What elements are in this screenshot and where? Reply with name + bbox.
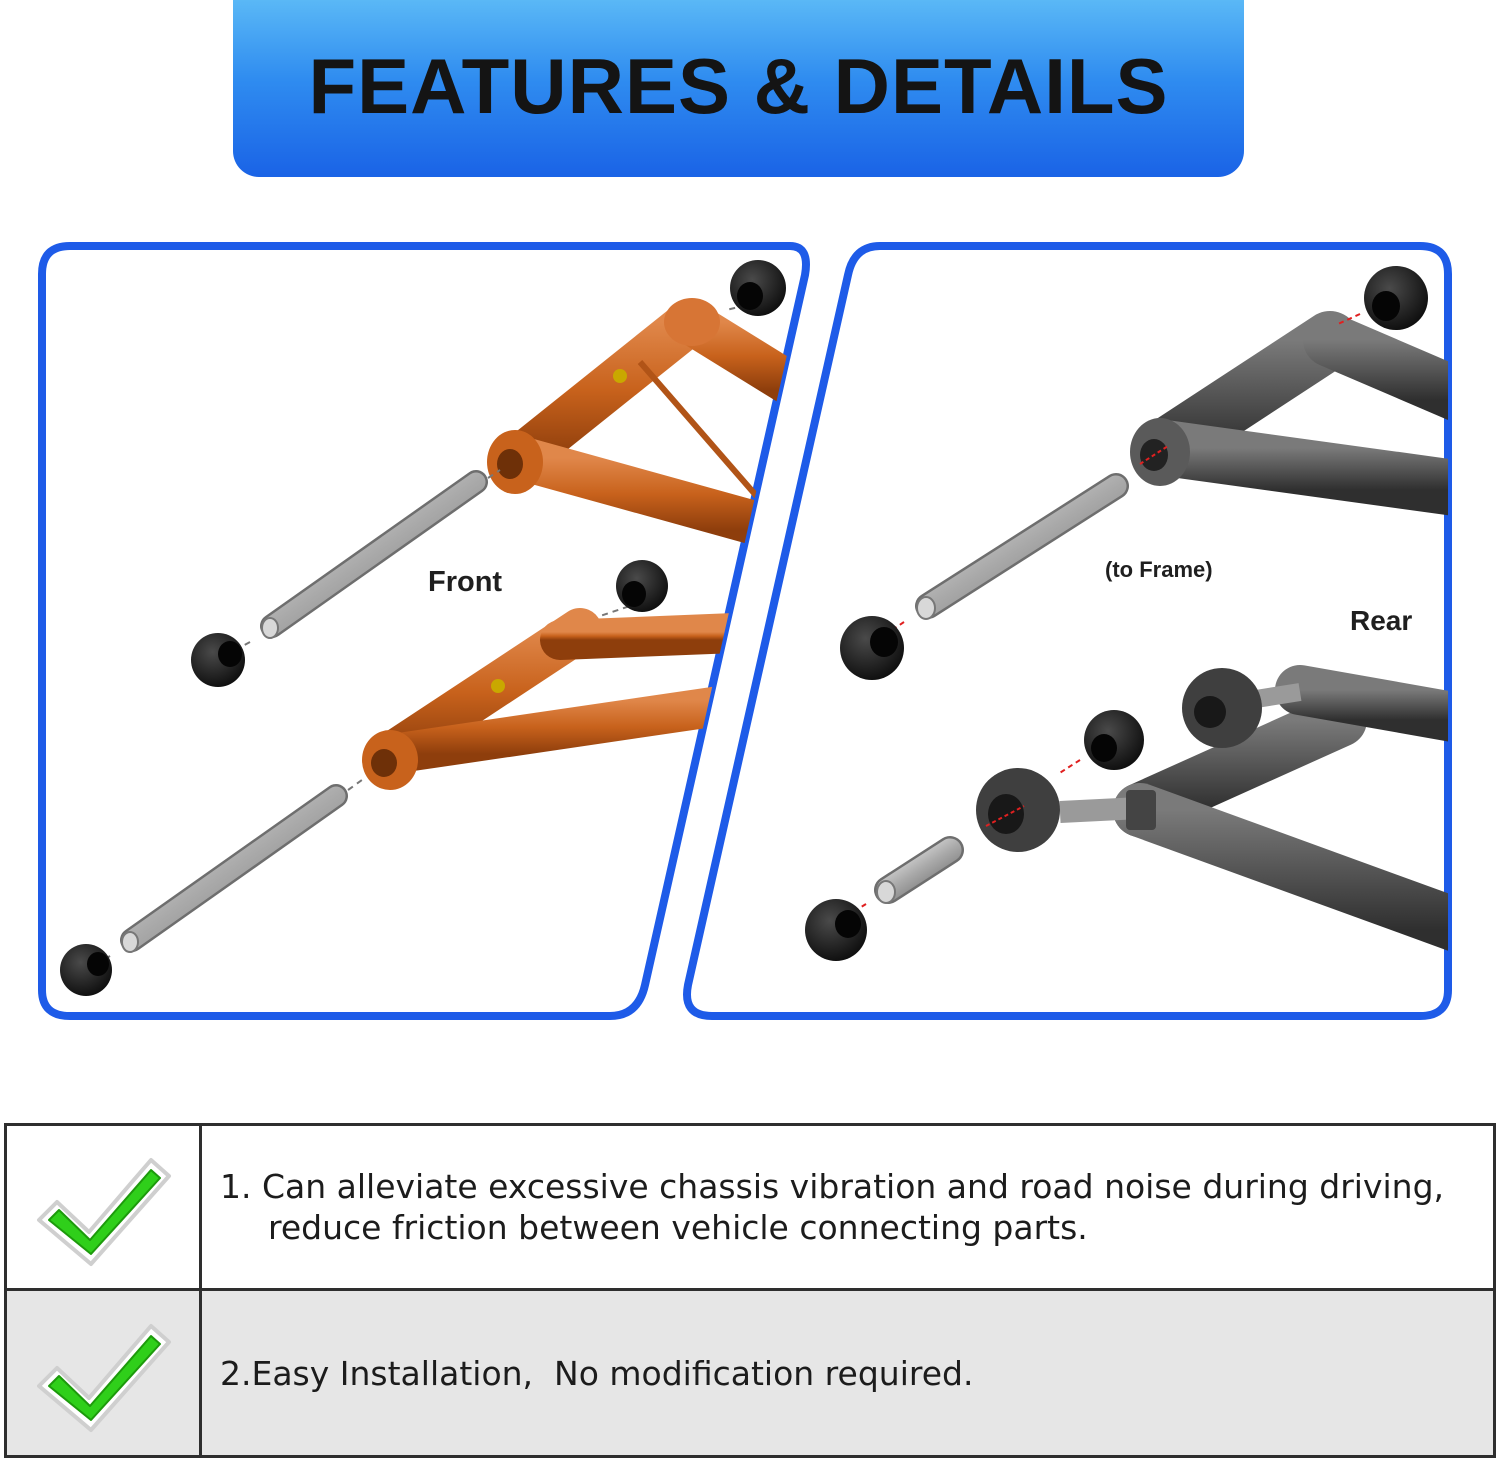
bushing-diagram: Front	[38, 242, 1452, 1020]
rear-panel: (to Frame) Rear	[683, 242, 1452, 1020]
feature-1-line-1: 1. Can alleviate excessive chassis vibra…	[220, 1167, 1445, 1206]
rear-bushing-top	[1364, 266, 1428, 330]
rear-lower-arm	[976, 665, 1448, 957]
rear-bushing-bottom	[805, 899, 867, 961]
feature-row-2: 2.Easy Installation, No modification req…	[7, 1291, 1493, 1455]
front-pin-upper	[260, 470, 488, 639]
check-mark-icon	[37, 1324, 171, 1432]
banner-title: FEATURES & DETAILS	[308, 42, 1169, 130]
feature-row-2-icon-cell	[7, 1291, 202, 1455]
rear-pin-short	[874, 836, 964, 904]
front-lower-arm	[362, 608, 780, 790]
feature-row-2-text-cell: 2.Easy Installation, No modification req…	[202, 1291, 1493, 1455]
front-panel-frame	[38, 242, 810, 1020]
rear-bushing-left	[840, 616, 904, 680]
feature-1-line-2: reduce friction between vehicle connecti…	[268, 1208, 1088, 1247]
feature-1-text: 1. Can alleviate excessive chassis vibra…	[220, 1166, 1444, 1248]
front-panel: Front	[38, 242, 810, 1020]
front-upper-arm	[487, 298, 806, 552]
frame-note-label: (to Frame)	[1105, 557, 1213, 582]
check-mark-icon	[37, 1158, 171, 1266]
front-bushing-top	[730, 260, 786, 316]
feature-row-1: 1. Can alleviate excessive chassis vibra…	[7, 1126, 1493, 1291]
front-label: Front	[428, 566, 502, 598]
front-pin-lower	[120, 784, 348, 953]
feature-2-text: 2.Easy Installation, No modification req…	[220, 1353, 973, 1394]
front-bushing-middle	[616, 560, 668, 612]
feature-2-line-1: 2.Easy Installation, No modification req…	[220, 1353, 974, 1393]
feature-table: 1. Can alleviate excessive chassis vibra…	[4, 1123, 1496, 1458]
rear-bushing-middle	[1084, 710, 1144, 770]
feature-row-1-text-cell: 1. Can alleviate excessive chassis vibra…	[202, 1126, 1493, 1288]
rear-pin-long	[915, 473, 1129, 620]
front-bushing-left	[191, 633, 245, 687]
front-bushing-bottom	[60, 944, 112, 996]
rear-label: Rear	[1350, 605, 1412, 636]
rear-upper-arm	[1130, 311, 1448, 518]
feature-row-1-icon-cell	[7, 1126, 202, 1288]
header-banner: FEATURES & DETAILS	[233, 0, 1244, 177]
